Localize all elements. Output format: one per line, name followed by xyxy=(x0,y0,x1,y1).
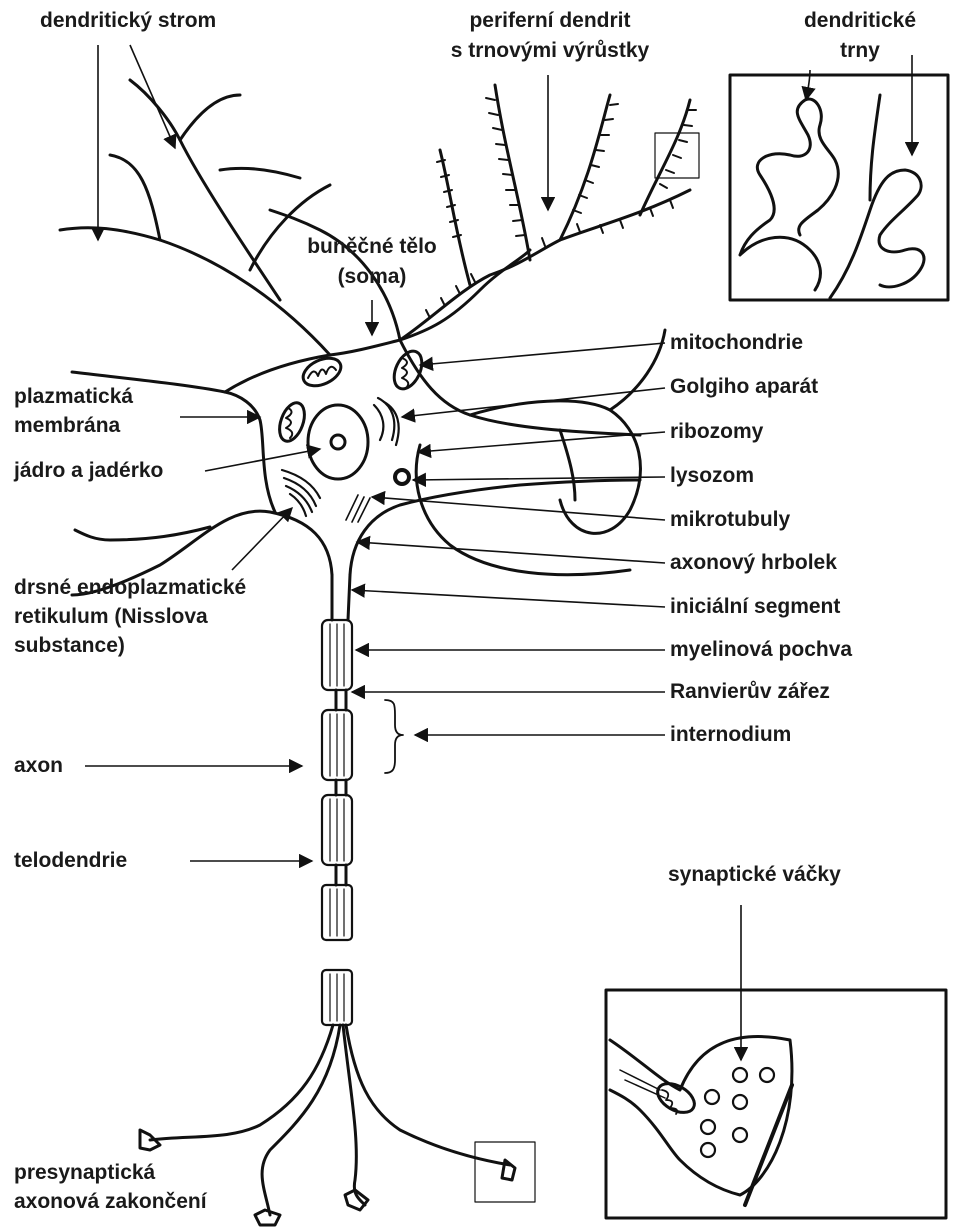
arrow-initial-segment xyxy=(352,590,665,607)
microtubules-shape xyxy=(346,495,370,522)
peripheral-dendrite-branch-3 xyxy=(640,100,690,215)
label-axon: axon xyxy=(14,753,63,779)
telodendria-left-inner xyxy=(262,1025,340,1215)
telodendria-right xyxy=(346,1025,510,1165)
label-synaptic-vesicles: synaptické váčky xyxy=(668,862,841,888)
spine-inset-right xyxy=(830,170,924,298)
label-peripheral-dendrite-2: s trnovými výrůstky xyxy=(400,38,700,64)
spines-inset-frame xyxy=(730,75,948,300)
telodendria-left xyxy=(150,1025,333,1140)
label-presynaptic-1: presynaptická xyxy=(14,1160,155,1186)
synapse-inset-frame xyxy=(606,990,946,1218)
arrow-microtubules xyxy=(372,497,665,520)
terminal-zoom-box xyxy=(475,1142,535,1202)
nucleolus-shape xyxy=(331,435,345,449)
label-nucleus: jádro a jadérko xyxy=(14,458,163,484)
dendrite-branch-2 xyxy=(110,155,160,240)
label-initial-segment: iniciální segment xyxy=(670,594,840,620)
telodendria-right-inner xyxy=(343,1025,365,1205)
label-soma-2: (soma) xyxy=(292,264,452,290)
dendrite-right-branch xyxy=(610,330,665,410)
label-dendritic-spines-2: trny xyxy=(775,38,945,64)
bouton-bottom xyxy=(255,1210,280,1225)
label-microtubules: mikrotubuly xyxy=(670,507,790,533)
label-dendritic-tree: dendritický strom xyxy=(40,8,216,34)
dendrite-branch-1 xyxy=(60,228,330,355)
arrow-axon-hillock xyxy=(357,542,665,563)
label-telodendria: telodendrie xyxy=(14,848,127,874)
label-plasma-membrane-2: membrána xyxy=(14,413,120,439)
dendrite-spines xyxy=(426,98,696,318)
arrow-golgi xyxy=(402,388,665,417)
soma-outline-right-lower xyxy=(350,480,640,575)
peripheral-dendrite-branch-2 xyxy=(560,95,610,240)
dendrite-branch-4 xyxy=(180,95,240,140)
label-lysosome: lysozom xyxy=(670,463,754,489)
synaptic-vesicles xyxy=(701,1068,774,1157)
label-peripheral-dendrite-1: periferní dendrit xyxy=(400,8,700,34)
rough-er-shape xyxy=(282,470,320,516)
nucleus-shape xyxy=(308,405,368,479)
label-mitochondria: mitochondrie xyxy=(670,330,803,356)
dendrite-left-lower xyxy=(75,527,210,540)
label-rough-er-3: substance) xyxy=(14,633,125,659)
dendrite-branch-3 xyxy=(130,80,280,300)
mitochondrion-2 xyxy=(275,399,309,444)
spine-inset-left xyxy=(740,99,838,290)
label-golgi: Golgiho aparát xyxy=(670,374,818,400)
label-myelin-sheath: myelinová pochva xyxy=(670,637,852,663)
dendrite-branch-6 xyxy=(220,168,300,178)
axon-hillock-right xyxy=(348,575,350,620)
label-axon-hillock: axonový hrbolek xyxy=(670,550,837,576)
lysosome-shape xyxy=(395,470,409,484)
label-presynaptic-2: axonová zakončení xyxy=(14,1189,207,1215)
label-internodium: internodium xyxy=(670,722,791,748)
bouton-right xyxy=(502,1160,515,1180)
synapse-terminal-outline xyxy=(610,1037,792,1195)
arrow-ribosomes xyxy=(418,432,665,452)
bouton-mid xyxy=(345,1190,368,1210)
internodium-brace xyxy=(385,700,403,773)
label-ranvier-node: Ranvierův zářez xyxy=(670,679,830,705)
label-plasma-membrane-1: plazmatická xyxy=(14,384,133,410)
spine-inset-top xyxy=(870,95,880,200)
synapse-membrane xyxy=(745,1085,792,1205)
label-rough-er-1: drsné endoplazmatické xyxy=(14,575,246,601)
label-soma-1: buněčné tělo xyxy=(292,234,452,260)
label-ribosomes: ribozomy xyxy=(670,419,763,445)
label-dendritic-spines-1: dendritické xyxy=(775,8,945,34)
arrow-mitochondria xyxy=(420,343,665,365)
label-rough-er-2: retikulum (Nisslova xyxy=(14,604,208,630)
arrow-dendritic-tree-2 xyxy=(130,45,175,148)
arrow-rough-er xyxy=(232,508,292,570)
golgi-shape xyxy=(374,398,399,445)
soma-outline-right-lower2 xyxy=(416,445,630,575)
peripheral-dendrite-branch-1 xyxy=(495,85,530,260)
soma-outline-right xyxy=(400,340,640,435)
